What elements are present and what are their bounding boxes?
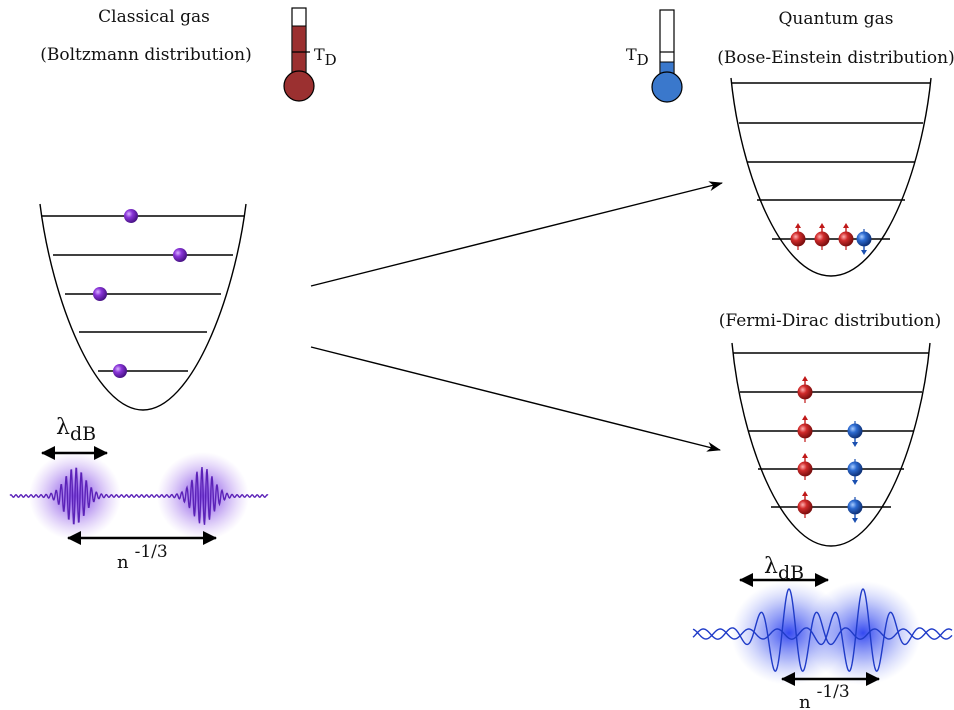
fermion-spin-up [796,452,814,481]
fermion-spin-up [796,414,814,443]
boltzmann-label: (Boltzmann distribution) [40,45,252,65]
boson-spin-up [837,222,855,251]
arrow-to-fermi-dirac [310,346,721,452]
classical-wave-packets [9,452,269,540]
fermion-spin-down [846,458,864,486]
boson-spin-up [813,222,831,251]
classical-gas-panel: Classical gas (Boltzmann distribution) T… [9,7,337,573]
boson-spin-down [855,228,873,256]
quantum-wave-packets [692,581,953,685]
fermion-spin-up [796,490,814,519]
classical-particle [124,209,138,223]
thermometer-cold-label: TD [626,45,649,69]
fermi-dirac-label: (Fermi-Dirac distribution) [719,311,942,331]
classical-gas-title: Classical gas [98,7,210,27]
fermi-dirac-well [731,342,931,547]
classical-particle [93,287,107,301]
thermometer-hot-label: TD [314,45,337,69]
boson-spin-up [789,222,807,251]
quantum-spacing-label: n-1/3 [799,682,850,710]
quantum-gas-panel: Quantum gas (Bose-Einstein distribution)… [626,9,954,710]
thermometer-cold-icon [651,9,683,103]
bose-einstein-well [730,77,932,277]
arrow-to-bose-einstein [310,181,723,287]
fermion-spin-up [796,375,814,404]
fermion-spin-down [846,420,864,448]
bose-einstein-label: (Bose-Einstein distribution) [717,48,954,68]
quantum-gas-title: Quantum gas [778,9,893,29]
classical-particle [173,248,187,262]
quantum-wave [692,588,953,672]
thermometer-hot-icon [283,7,315,102]
classical-wave [9,467,269,525]
fermion-spin-down [846,496,864,524]
classical-particle [113,364,127,378]
classical-energy-well [39,203,247,411]
classical-spacing-label: n-1/3 [117,542,168,573]
quantum-wave [692,588,953,672]
classical-lambda-label: λdB [56,415,96,445]
